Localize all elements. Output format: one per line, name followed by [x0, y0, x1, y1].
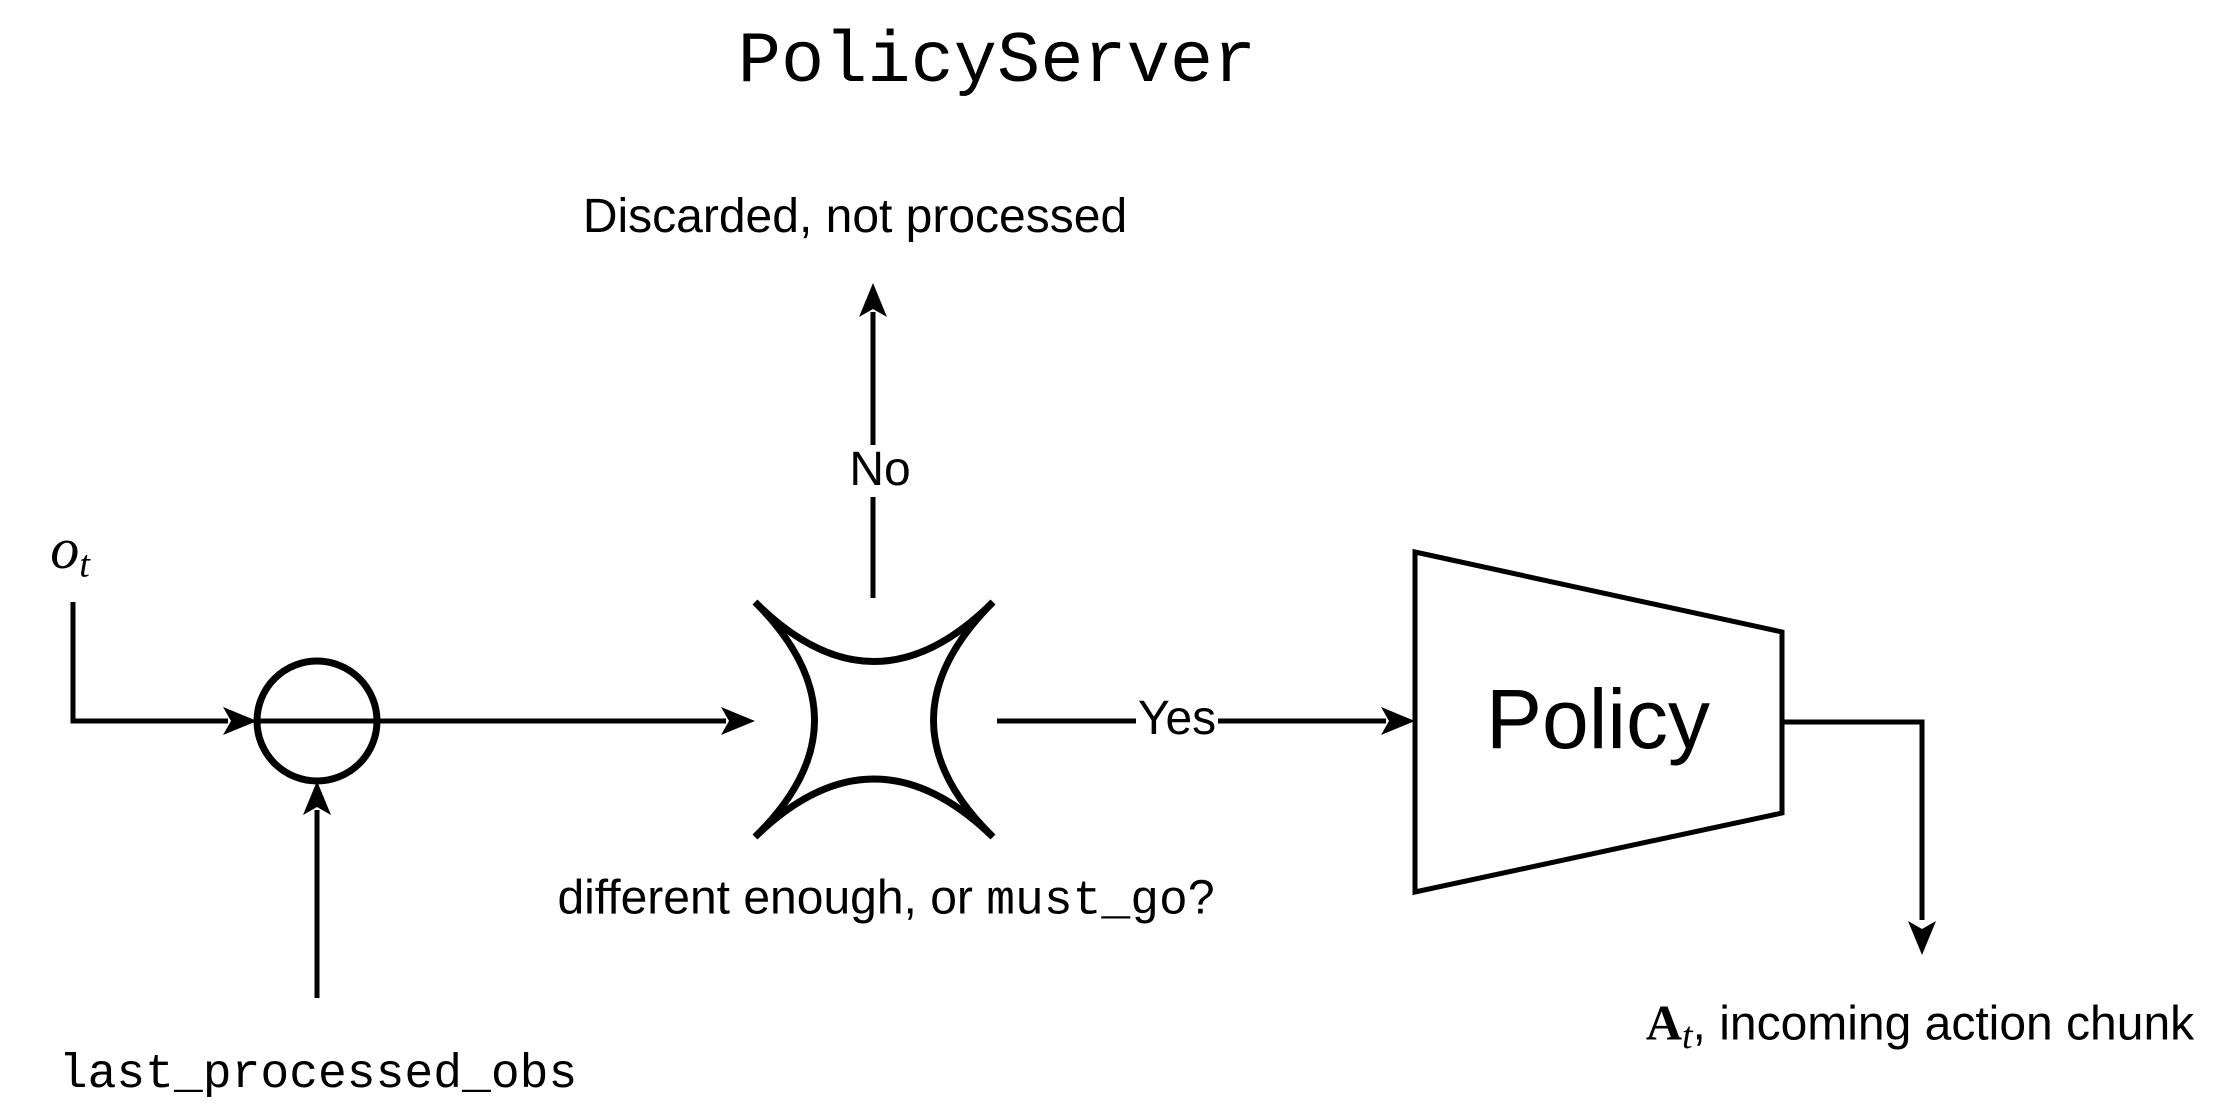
connector-observation-input [70, 602, 228, 724]
arrowhead-action-chunk-icon [1908, 921, 1936, 955]
label-action-chunk: At, incoming action chunk [1645, 994, 2195, 1055]
arrowhead-into-policy-icon [1381, 707, 1415, 735]
action-symbol: A [1645, 994, 1682, 1051]
arrowhead-discarded-icon [859, 283, 887, 317]
label-observation: ot [50, 520, 90, 584]
merge-circle-shape [253, 657, 381, 785]
question-text-before: different enough, or [557, 871, 987, 925]
label-discarded: Discarded, not processed [582, 190, 1128, 243]
decision-star-shape [752, 599, 996, 840]
connector-policy-output [1782, 719, 1925, 920]
observation-symbol: o [50, 516, 80, 581]
label-yes: Yes [1137, 692, 1217, 745]
policy-node-label: Policy [1485, 672, 1711, 766]
action-subscript: t [1681, 1014, 1693, 1057]
arrowhead-into-star-icon [721, 707, 755, 735]
diagram-title: PolicyServer [737, 21, 1257, 103]
action-text-after: , incoming action chunk [1692, 997, 2195, 1051]
observation-subscript: t [79, 543, 90, 586]
label-decision-question: different enough, or must_go? [557, 871, 1215, 929]
question-code-must-go: must_go [986, 874, 1188, 929]
arrowhead-into-circle-icon [223, 707, 257, 735]
arrowhead-into-circle-bottom-icon [303, 781, 331, 815]
policy-funnel-shape [1412, 548, 1785, 896]
question-text-after: ? [1187, 871, 1215, 925]
label-last-processed-obs: last_processed_obs [58, 1048, 578, 1102]
label-no: No [849, 443, 911, 496]
